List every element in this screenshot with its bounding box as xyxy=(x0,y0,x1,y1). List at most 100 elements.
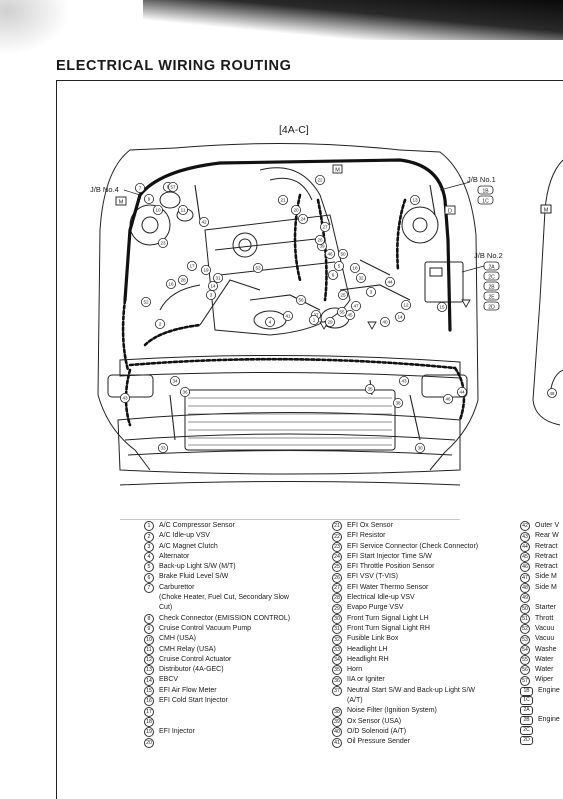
legend-number: 34 xyxy=(332,655,342,666)
legend-number: 17 xyxy=(144,706,154,717)
svg-text:25: 25 xyxy=(340,293,346,298)
callout-53: 53 xyxy=(252,262,263,273)
legend-text: Horn xyxy=(347,666,363,674)
legend-text: Headlight LH xyxy=(347,645,388,653)
callout-7: 7 xyxy=(134,182,145,193)
legend-text: IIA or Igniter xyxy=(347,676,385,684)
callout-5: 5 xyxy=(333,260,344,271)
svg-text:1B: 1B xyxy=(482,189,489,195)
legend-number: 49 xyxy=(520,593,530,604)
legend-text: CMH Relay (USA) xyxy=(159,645,216,653)
callout-12: 12 xyxy=(400,299,411,310)
callout-3: 3 xyxy=(205,289,216,300)
fender-left xyxy=(97,147,176,396)
callout-41: 41 xyxy=(282,310,293,321)
callout-52: 52 xyxy=(140,296,151,307)
svg-text:22: 22 xyxy=(317,178,323,183)
svg-text:39: 39 xyxy=(319,244,325,249)
svg-text:2C: 2C xyxy=(488,275,495,281)
callout-23: 23 xyxy=(157,237,168,248)
legend-text: Check Connector (EMISSION CONTROL) xyxy=(159,614,291,622)
legend-text: EFI Injector xyxy=(159,727,195,735)
svg-text:M: M xyxy=(119,200,124,206)
legend-text: A/C Magnet Clutch xyxy=(159,542,218,550)
jb1-callout: J/B No.1 xyxy=(467,175,496,184)
callout-15: 15 xyxy=(436,301,447,312)
svg-text:38: 38 xyxy=(395,401,401,406)
callout-20: 20 xyxy=(290,204,301,215)
svg-text:26: 26 xyxy=(317,238,323,243)
callout-50: 50 xyxy=(337,248,348,259)
svg-text:35: 35 xyxy=(367,387,373,392)
callout-36: 36 xyxy=(179,386,190,397)
jb2-callout: J/B No.2 xyxy=(474,251,503,260)
svg-text:2E: 2E xyxy=(488,295,495,301)
svg-text:11: 11 xyxy=(181,208,186,213)
body-left-lower xyxy=(97,394,151,471)
legend-number: 9 xyxy=(144,624,154,635)
svg-text:4: 4 xyxy=(269,320,272,325)
legend-number: 42 xyxy=(520,521,530,532)
legend-number: 38 xyxy=(332,706,342,717)
legend-item: (Choke Heater, Fuel Cut, Secondary Slow xyxy=(144,593,290,603)
svg-text:20: 20 xyxy=(293,208,299,213)
legend-number: 1B xyxy=(520,686,533,696)
hood-line xyxy=(174,142,401,151)
legend-number: 48 xyxy=(520,583,530,594)
callout-24: 24 xyxy=(297,213,308,224)
callout-40: 40 xyxy=(379,316,390,327)
legend-number: 21 xyxy=(332,521,342,532)
legend-number: 32 xyxy=(332,634,342,645)
harness-top xyxy=(138,158,450,242)
callout-29: 29 xyxy=(324,316,335,327)
legend-item: 1C xyxy=(520,696,560,706)
legend-number: 13 xyxy=(144,665,154,676)
legend-text: Ox Sensor (USA) xyxy=(347,717,402,725)
legend-text: Side M xyxy=(535,573,557,581)
legend-text: Headlight RH xyxy=(347,655,389,663)
legend-item: 2D xyxy=(520,735,560,745)
callout-46: 46 xyxy=(324,248,335,259)
svg-text:9: 9 xyxy=(148,197,151,202)
legend-text: Carburettor xyxy=(159,583,195,591)
legend-item: 34 Headlight RH xyxy=(332,655,478,666)
svg-text:17: 17 xyxy=(189,264,195,269)
legend-number: 5 xyxy=(144,562,154,573)
legend-number: 46 xyxy=(520,562,530,573)
legend-text: Evapo Purge VSV xyxy=(347,604,404,612)
callout-34: 34 xyxy=(169,375,180,386)
callout-28: 28 xyxy=(177,274,188,285)
legend-text: Noise Filter (Ignition System) xyxy=(347,707,437,715)
svg-text:55: 55 xyxy=(339,310,345,315)
svg-text:30: 30 xyxy=(417,446,423,451)
callout-13: 13 xyxy=(409,194,420,205)
legend-number: 23 xyxy=(332,541,342,552)
legend-text: Neutral Start S/W and Back-up Light S/W xyxy=(347,686,475,694)
legend-text: EFI Water Thermo Sensor xyxy=(347,583,429,591)
svg-text:19: 19 xyxy=(203,268,209,273)
legend-number: 30 xyxy=(332,613,342,624)
legend-number: 57 xyxy=(520,675,530,686)
legend-text: Back-up Light S/W (M/T) xyxy=(159,563,236,571)
callout-14: 14 xyxy=(207,280,218,291)
callout-27: 27 xyxy=(319,221,330,232)
svg-text:12: 12 xyxy=(403,303,409,308)
svg-text:36: 36 xyxy=(182,390,188,395)
headlight-lh xyxy=(107,374,154,398)
callout-2: 2 xyxy=(154,318,165,329)
legend-text: Cruise Control Vacuum Pump xyxy=(159,624,252,632)
legend-text: EFI Air Flow Meter xyxy=(159,686,217,694)
